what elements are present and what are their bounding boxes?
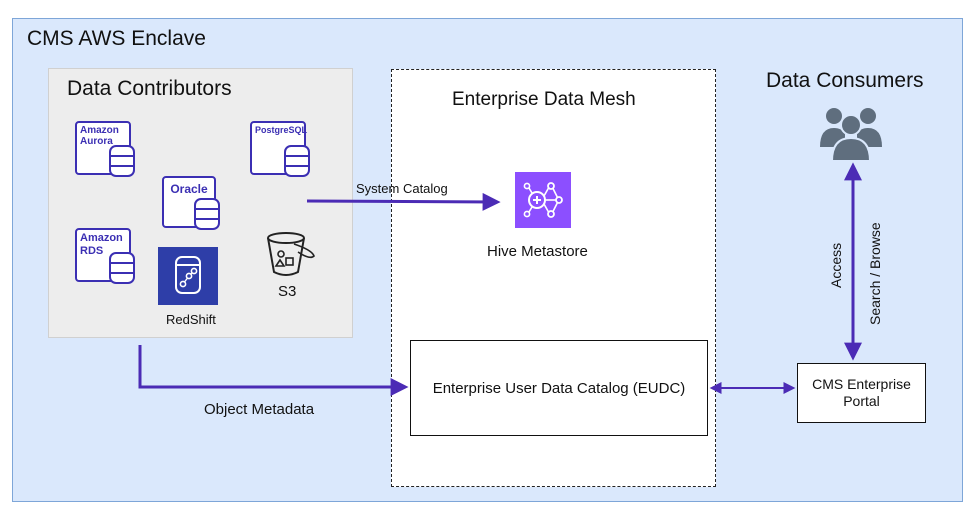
- redshift-label: RedShift: [166, 312, 216, 327]
- object-metadata-arrow: [138, 345, 409, 396]
- postgresql-icon: PostgreSQL: [250, 121, 312, 179]
- amazon-rds-label: Amazon RDS: [75, 228, 131, 282]
- eudc-box: Enterprise User Data Catalog (EUDC): [410, 340, 708, 436]
- data-consumers-title: Data Consumers: [766, 69, 924, 92]
- amazon-aurora-icon: Amazon Aurora: [75, 121, 137, 179]
- object-metadata-label: Object Metadata: [204, 401, 315, 418]
- search-browse-label: Search / Browse: [867, 222, 883, 325]
- users-group-icon: [818, 97, 884, 163]
- s3-label: S3: [278, 283, 297, 300]
- cms-enterprise-portal-label: CMS Enterprise Portal: [812, 376, 911, 409]
- data-contributors-title: Data Contributors: [67, 77, 232, 100]
- enclave-title: CMS AWS Enclave: [27, 27, 206, 50]
- cms-enterprise-portal-box: CMS Enterprise Portal: [797, 363, 926, 423]
- oracle-icon: Oracle: [162, 176, 222, 232]
- hive-metastore-label: Hive Metastore: [487, 243, 588, 260]
- redshift-icon: [158, 247, 218, 305]
- system-catalog-label: System Catalog: [356, 181, 448, 196]
- s3-bucket-icon: [264, 232, 318, 278]
- eudc-label: Enterprise User Data Catalog (EUDC): [432, 379, 686, 397]
- access-label: Access: [828, 242, 844, 288]
- enterprise-data-mesh-title: Enterprise Data Mesh: [452, 89, 636, 110]
- system-catalog-arrow: [306, 192, 501, 211]
- amazon-rds-icon: Amazon RDS: [75, 228, 137, 286]
- hive-metastore-icon: [515, 172, 571, 228]
